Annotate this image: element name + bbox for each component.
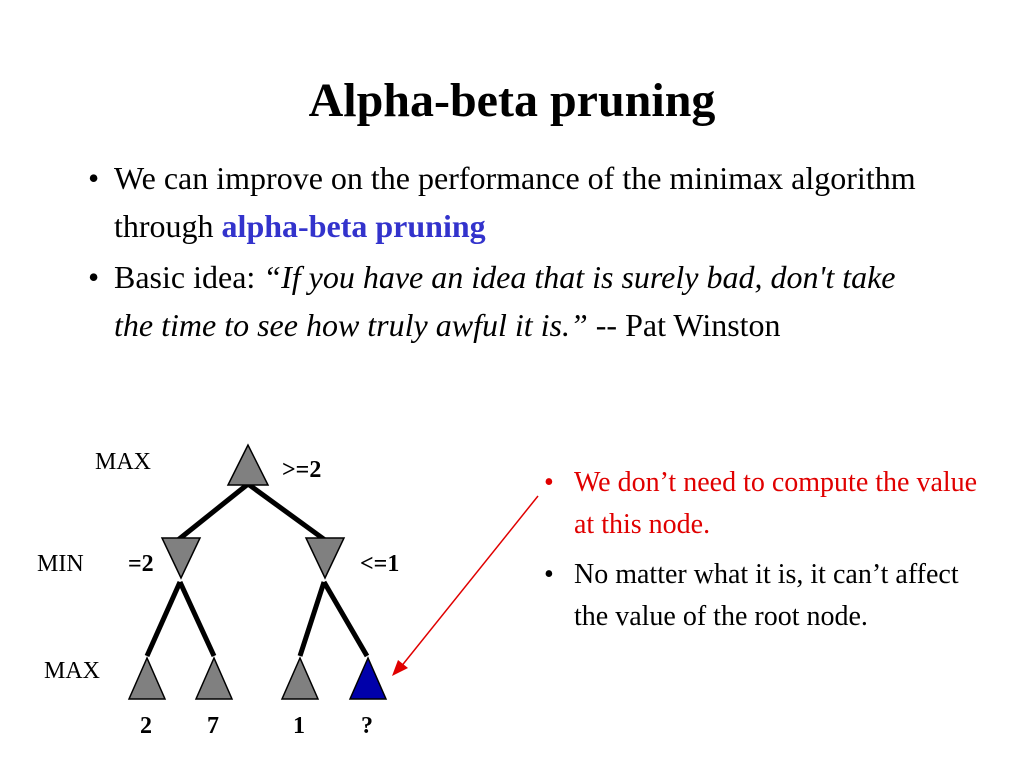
note-text: We don’t need to compute the value at th… — [574, 467, 978, 540]
bullet-dot: • — [544, 559, 554, 590]
page-title: Alpha-beta pruning — [308, 74, 716, 127]
tree-edges — [144, 481, 370, 658]
edge-left-leaf1 — [144, 580, 183, 658]
edge-root-left — [176, 482, 250, 542]
bullet-dot: • — [544, 467, 554, 498]
note-text: No matter what it is, it can’t affect th… — [574, 559, 959, 632]
bullet-alpha-beta: • We can improve on the performance of t… — [88, 154, 938, 250]
bullet-prefix: Basic idea: — [114, 259, 264, 295]
quote-attribution: -- Pat Winston — [587, 307, 781, 343]
bullet-dot: • — [88, 160, 100, 196]
min-right-value: <=1 — [360, 551, 400, 577]
edge-left-leaf2 — [177, 580, 217, 658]
bullet-text: We can improve on the performance of the… — [114, 160, 916, 244]
level-label-min: MIN — [37, 551, 84, 577]
bullet-dot: • — [88, 259, 100, 295]
edge-root-right — [246, 481, 327, 543]
pointer-arrow — [392, 495, 539, 676]
pruned-leaf-node — [348, 656, 388, 700]
edge-right-leaf4 — [321, 580, 370, 658]
note-root-unaffected: • No matter what it is, it can’t affect … — [544, 554, 984, 638]
bullet-basic-idea: • Basic idea: “If you have an idea that … — [88, 253, 938, 349]
leaf-value-unknown: ? — [361, 713, 373, 739]
leaf-value: 7 — [207, 713, 219, 739]
side-notes: • We don’t need to compute the value at … — [544, 462, 984, 646]
leaf-node-2 — [194, 656, 234, 700]
edge-right-leaf3 — [297, 581, 327, 657]
leaf-value: 1 — [293, 713, 305, 739]
min-node-right — [304, 537, 346, 580]
level-label-max-bottom: MAX — [44, 658, 101, 684]
root-max-node — [226, 443, 270, 486]
leaf-value: 2 — [140, 713, 152, 739]
note-pruning: • We don’t need to compute the value at … — [544, 462, 984, 546]
level-label-max-top: MAX — [95, 449, 152, 475]
main-bullets: • We can improve on the performance of t… — [88, 154, 938, 352]
min-node-left — [160, 537, 202, 580]
leaf-node-3 — [280, 656, 320, 700]
min-left-value: =2 — [128, 551, 154, 577]
highlight-term: alpha-beta pruning — [221, 208, 486, 244]
root-value: >=2 — [282, 457, 322, 483]
leaf-node-1 — [127, 656, 167, 700]
winston-quote: “If you have an idea that is surely bad,… — [114, 259, 896, 343]
